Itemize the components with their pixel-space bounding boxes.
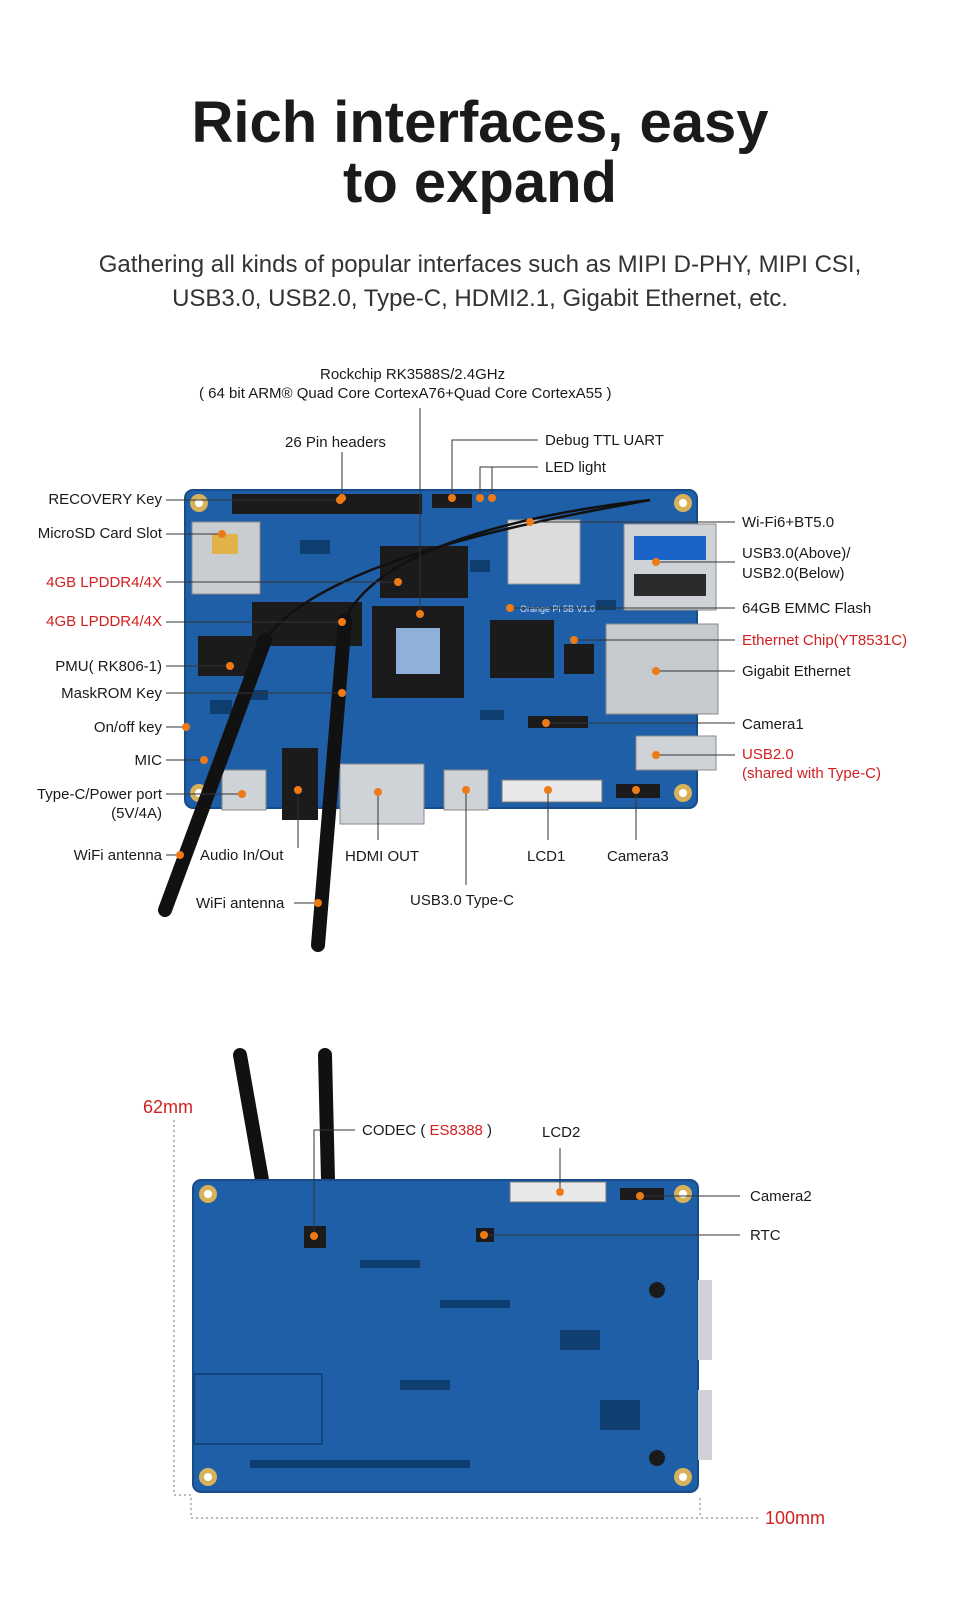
label-usb3-above: USB3.0(Above)/ [742, 545, 851, 562]
label-typec-power: Type-C/Power port [36, 786, 162, 803]
label-microsd-slot: MicroSD Card Slot [37, 525, 162, 542]
label-maskrom-key: MaskROM Key [61, 685, 162, 702]
label-wifi-bt: Wi-Fi6+BT5.0 [742, 514, 835, 531]
label-usb3-typec: USB3.0 Type-C [410, 892, 514, 909]
label-audio-inout: Audio In/Out [200, 847, 284, 864]
label-pmu: PMU( RK806-1) [55, 658, 162, 675]
label-camera2: Camera2 [750, 1188, 812, 1205]
subtitle-line-1: Gathering all kinds of popular interface… [98, 251, 862, 278]
soc-label-line-1: Rockchip RK3588S/2.4GHz [320, 366, 506, 383]
label-lpddr-1: 4GB LPDDR4/4X [46, 574, 162, 591]
label-rtc: RTC [750, 1227, 781, 1244]
label-lcd2: LCD2 [542, 1124, 581, 1141]
dimension-width: 100mm [765, 1508, 826, 1528]
label-codec-chip: ES8388 [429, 1122, 483, 1139]
label-ethernet-chip: Ethernet Chip(YT8531C) [742, 632, 908, 649]
label-typec-power-spec: (5V/4A) [111, 805, 162, 822]
subtitle-line-2: USB3.0, USB2.0, Type-C, HDMI2.1, Gigabit… [172, 285, 788, 312]
label-hdmi-out: HDMI OUT [345, 848, 420, 865]
label-camera1: Camera1 [742, 716, 804, 733]
label-debug-uart: Debug TTL UART [545, 432, 664, 449]
board-marking: Orange Pi 5B V1.0 [520, 604, 595, 614]
label-usb2-below: USB2.0(Below) [742, 565, 845, 582]
headline-line-2: to expand [343, 150, 617, 215]
soc-label-line-2: ( 64 bit ARM® Quad Core CortexA76+Quad C… [199, 385, 612, 402]
wifi-antenna-cables [158, 498, 651, 952]
label-usb2-shared: (shared with Type-C) [742, 765, 881, 782]
label-mic: MIC [134, 752, 163, 769]
label-onoff-key: On/off key [93, 719, 162, 736]
label-emmc: 64GB EMMC Flash [742, 600, 872, 617]
label-led-light: LED light [545, 459, 606, 476]
label-wifi-antenna-2: WiFi antenna [196, 895, 285, 912]
label-codec-suffix: ) [482, 1122, 493, 1139]
label-lpddr-2: 4GB LPDDR4/4X [46, 613, 162, 630]
label-usb2: USB2.0 [742, 746, 794, 763]
bottom-board-pcb [192, 1048, 712, 1493]
dimension-height: 62mm [143, 1097, 194, 1117]
label-pin-headers: 26 Pin headers [285, 434, 386, 451]
label-codec: CODEC ( ES8388 ) [362, 1122, 492, 1140]
label-recovery-key: RECOVERY Key [48, 491, 162, 508]
headline-line-1: Rich interfaces, easy [191, 90, 769, 155]
label-wifi-antenna-1: WiFi antenna [73, 847, 162, 864]
label-camera3: Camera3 [607, 848, 669, 865]
label-codec-prefix: CODEC ( [362, 1122, 430, 1139]
label-gigabit-ethernet: Gigabit Ethernet [742, 663, 851, 680]
label-lcd1: LCD1 [527, 848, 566, 865]
